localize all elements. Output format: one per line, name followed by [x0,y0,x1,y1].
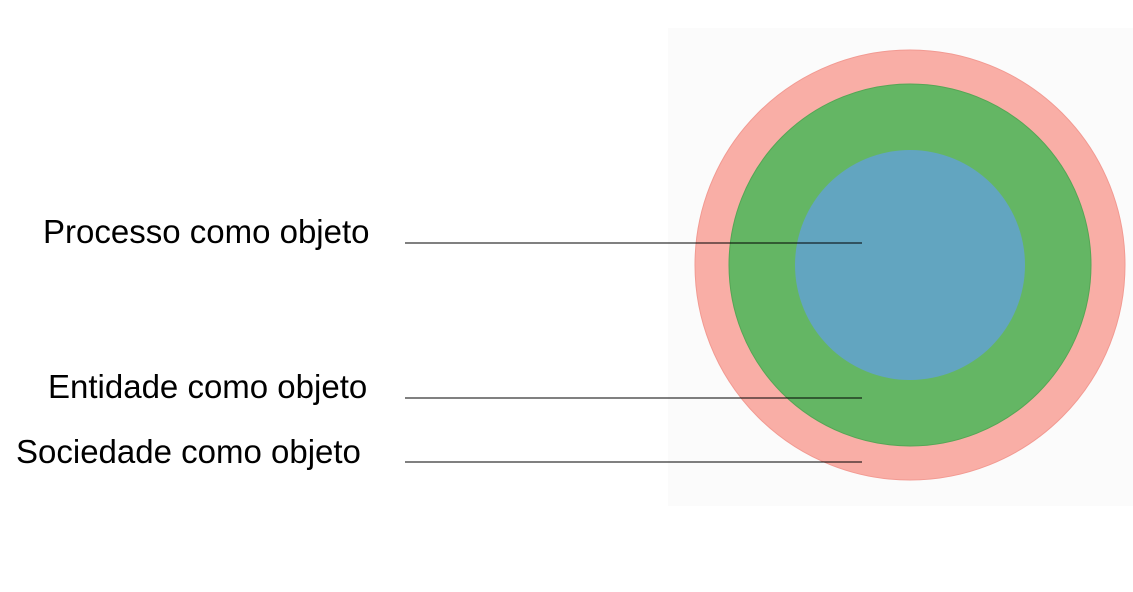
label-sociedade-como-objeto: Sociedade como objeto [16,433,361,470]
inner-circle-processo [795,150,1025,380]
label-processo-como-objeto: Processo como objeto [43,213,370,250]
label-entidade-como-objeto: Entidade como objeto [48,368,368,405]
